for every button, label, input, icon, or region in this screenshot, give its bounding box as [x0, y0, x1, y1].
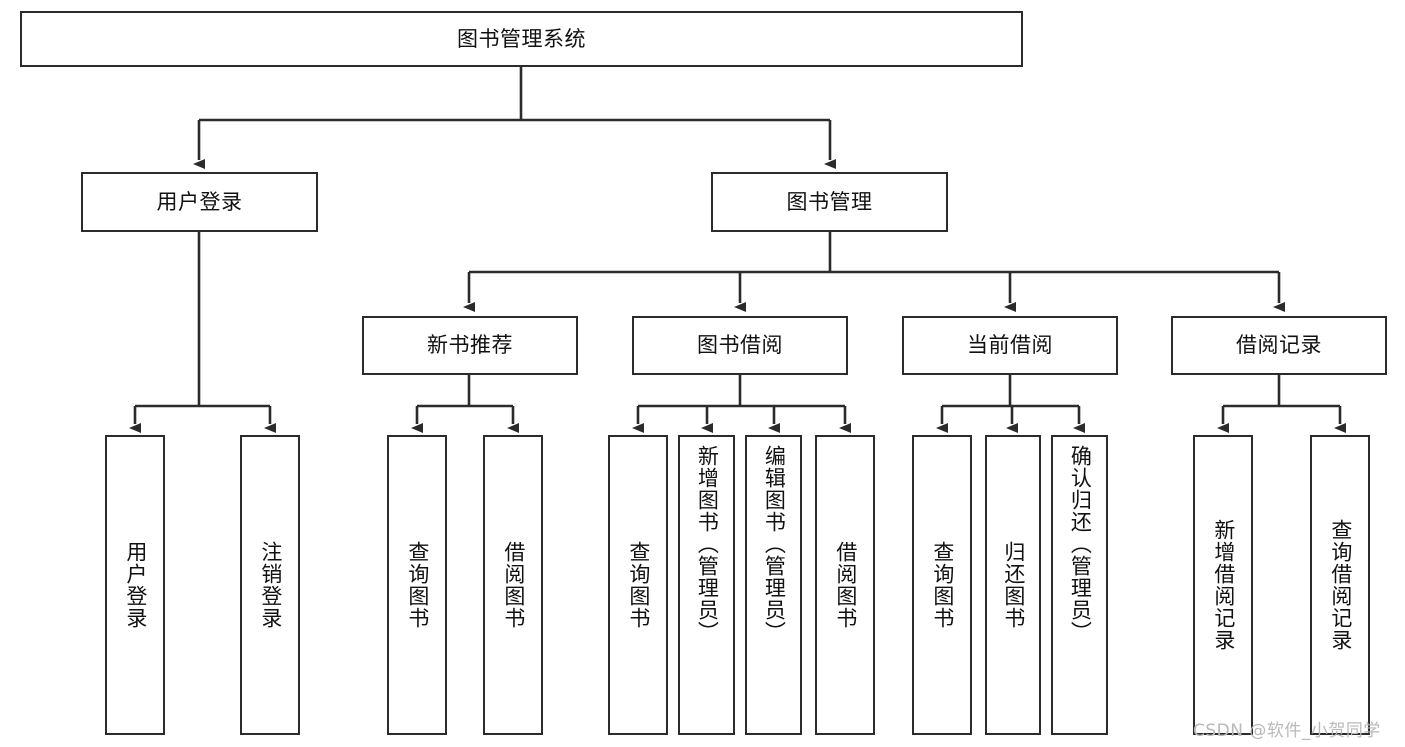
leaf-add-book-admin[interactable]: 新增图书（管理员）: [678, 435, 735, 735]
node-new-book-recommend-label: 新书推荐: [427, 333, 513, 358]
node-current-borrow-label: 当前借阅: [967, 333, 1053, 358]
node-user-login[interactable]: 用户登录: [81, 172, 318, 232]
leaf-logout[interactable]: 注销登录: [240, 435, 300, 735]
leaf-borrow-book-recommend-label: 借阅图书: [501, 541, 526, 629]
leaf-query-book-recommend-label: 查询图书: [405, 541, 430, 629]
leaf-query-book-current-label: 查询图书: [930, 541, 955, 629]
node-borrow-record-label: 借阅记录: [1236, 333, 1322, 358]
leaf-confirm-return-admin-label: 确认归还（管理员）: [1068, 445, 1093, 643]
node-book-borrow-label: 图书借阅: [697, 333, 783, 358]
leaf-return-book[interactable]: 归还图书: [985, 435, 1041, 735]
leaf-edit-book-admin-label: 编辑图书（管理员）: [762, 445, 787, 643]
node-root-label: 图书管理系统: [457, 26, 586, 51]
leaf-query-borrow-record-label: 查询借阅记录: [1328, 519, 1353, 651]
leaf-user-login[interactable]: 用户登录: [105, 435, 165, 735]
leaf-user-login-label: 用户登录: [123, 541, 148, 629]
node-borrow-record[interactable]: 借阅记录: [1171, 316, 1387, 375]
node-book-management-label: 图书管理: [786, 189, 873, 214]
node-new-book-recommend[interactable]: 新书推荐: [362, 316, 578, 375]
node-book-management[interactable]: 图书管理: [711, 172, 948, 232]
node-root[interactable]: 图书管理系统: [20, 11, 1023, 67]
leaf-query-book-recommend[interactable]: 查询图书: [387, 435, 447, 735]
leaf-borrow-book[interactable]: 借阅图书: [815, 435, 875, 735]
leaf-add-book-admin-label: 新增图书（管理员）: [695, 445, 720, 643]
csdn-watermark: CSDN @软件_小贺同学: [1193, 721, 1381, 741]
leaf-add-borrow-record-label: 新增借阅记录: [1211, 519, 1236, 651]
node-book-borrow[interactable]: 图书借阅: [632, 316, 848, 375]
leaf-add-borrow-record[interactable]: 新增借阅记录: [1193, 435, 1253, 735]
node-user-login-label: 用户登录: [156, 189, 243, 214]
node-current-borrow[interactable]: 当前借阅: [902, 316, 1118, 375]
leaf-borrow-book-label: 借阅图书: [833, 541, 858, 629]
leaf-borrow-book-recommend[interactable]: 借阅图书: [483, 435, 543, 735]
leaf-logout-label: 注销登录: [258, 541, 283, 629]
leaf-query-book-borrow[interactable]: 查询图书: [608, 435, 668, 735]
leaf-confirm-return-admin[interactable]: 确认归还（管理员）: [1051, 435, 1108, 735]
leaf-query-book-current[interactable]: 查询图书: [912, 435, 972, 735]
leaf-edit-book-admin[interactable]: 编辑图书（管理员）: [745, 435, 802, 735]
leaf-return-book-label: 归还图书: [1001, 541, 1026, 629]
leaf-query-borrow-record[interactable]: 查询借阅记录: [1310, 435, 1370, 735]
leaf-query-book-borrow-label: 查询图书: [626, 541, 651, 629]
